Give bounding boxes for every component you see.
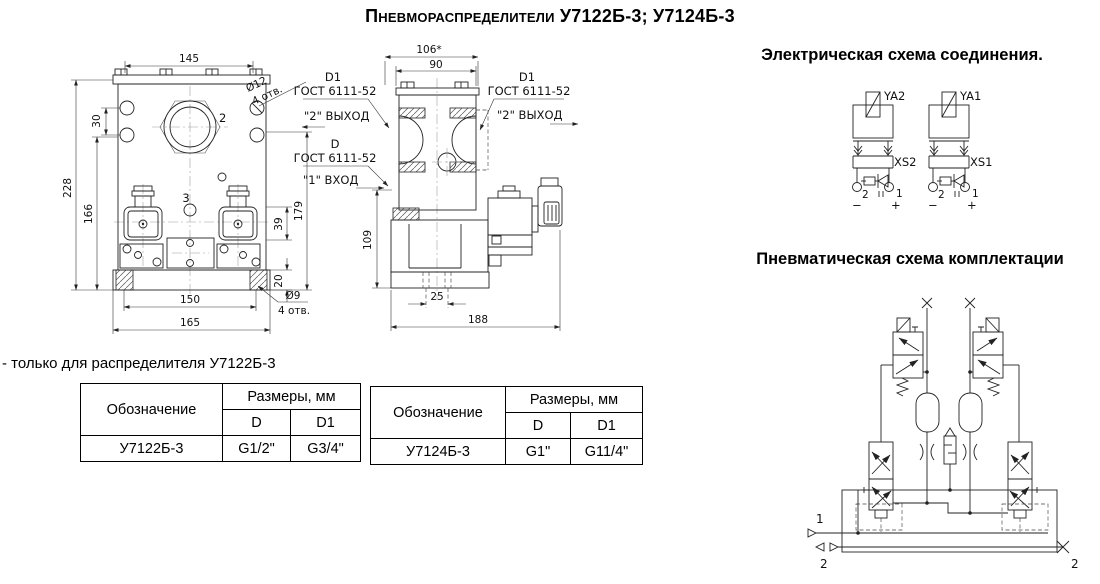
callout-top-port: "2" ВЫХОД xyxy=(304,109,370,123)
front-left-solenoid xyxy=(119,185,164,269)
dim-228: 228 xyxy=(62,178,74,198)
table1-header-sizes: Размеры, мм xyxy=(222,383,361,410)
pneumatic-schematic: 1 2 2 xyxy=(807,297,1079,571)
table2-d1-value: G11/4" xyxy=(570,438,643,465)
dim-188: 188 xyxy=(468,314,488,326)
main-valve-left xyxy=(863,441,894,532)
pneumatic-schematic-title: Пневматическая схема комплектации xyxy=(756,250,1064,268)
terminal-1-label: 1 xyxy=(972,188,979,200)
table1-d-value: G1/2" xyxy=(222,435,291,462)
dim-25: 25 xyxy=(430,291,443,303)
callout-left-standard: ГОСТ 6111-52 xyxy=(294,151,377,165)
terminal-2-label: 2 xyxy=(862,189,869,201)
table1-designation: У7122Б-3 xyxy=(80,435,223,462)
page-title: Пневмораспределители У7122Б-3; У7124Б-3 xyxy=(0,6,1100,27)
table1-header-d1: D1 xyxy=(290,409,361,436)
center-check-valve xyxy=(943,427,957,492)
coil-label-ya2: YA2 xyxy=(883,89,905,103)
callout-right-size: D1 xyxy=(519,70,535,84)
dim-106: 106* xyxy=(416,44,441,56)
electrical-unit-ya2: YA2 XS2 2 1 − + xyxy=(852,89,917,212)
front-view-dimensions: 145 228 30 166 179 39 20 xyxy=(62,53,312,334)
connector-label-xs1: XS1 xyxy=(970,155,993,169)
callout-d9: Ø9 xyxy=(286,290,301,302)
pilot-valve-left xyxy=(880,317,929,442)
dim-39: 39 xyxy=(273,217,285,230)
table1-header-d: D xyxy=(222,409,291,436)
polarity-plus: + xyxy=(967,198,977,212)
thread-callouts: D1 ГОСТ 6111-52 "2" ВЫХОД D ГОСТ 6111-52… xyxy=(294,70,579,190)
callout-top-standard: ГОСТ 6111-52 xyxy=(294,84,377,98)
table1-d1-value: G3/4" xyxy=(290,435,361,462)
callout-right-standard: ГОСТ 6111-52 xyxy=(488,84,571,98)
dim-179: 179 xyxy=(293,201,305,221)
electrical-unit-ya1: YA1 XS1 2 1 − + xyxy=(928,89,993,212)
dim-166: 166 xyxy=(83,204,95,224)
terminal-1-label: 1 xyxy=(896,188,903,200)
electrical-schematic: YA2 XS2 2 1 − + xyxy=(852,89,993,212)
callout-top-size: D1 xyxy=(325,70,341,84)
dim-165: 165 xyxy=(180,317,200,329)
footnote: - только для распределителя У7122Б-3 xyxy=(2,355,276,372)
polarity-minus: − xyxy=(852,198,862,212)
table2-header-d1: D1 xyxy=(570,412,643,439)
dimensions-table-u7122: Обозначение Размеры, мм D D1 У7122Б-3 G1… xyxy=(80,383,361,462)
table-row: У7122Б-3 G1/2" G3/4" xyxy=(80,435,361,462)
side-view-dimensions: 106* 90 109 25 188 xyxy=(362,44,561,331)
table-row: У7124Б-3 G1" G11/4" xyxy=(370,438,643,465)
pneumatic-port-2-left: 2 xyxy=(820,557,828,571)
callout-left-size: D xyxy=(331,137,340,151)
pneumatic-port-2-right: 2 xyxy=(1071,557,1079,571)
terminal-2-label: 2 xyxy=(938,189,945,201)
front-port3-label: 3 xyxy=(182,191,189,205)
page-title-prefix: Пневмораспределители xyxy=(365,6,555,26)
dim-150: 150 xyxy=(180,294,200,306)
front-right-solenoid xyxy=(216,185,261,269)
polarity-plus: + xyxy=(891,198,901,212)
dim-90: 90 xyxy=(429,59,442,71)
front-port2-label: 2 xyxy=(219,111,226,125)
callout-d9-holes: 4 отв. xyxy=(278,305,310,317)
pneumatic-port-1: 1 xyxy=(816,512,824,526)
table2-header-sizes: Размеры, мм xyxy=(505,386,643,413)
main-valve-right xyxy=(1007,441,1038,532)
dimensions-table-u7124: Обозначение Размеры, мм D D1 У7124Б-3 G1… xyxy=(370,386,643,465)
electrical-schematic-title: Электрическая схема соединения. xyxy=(761,46,1043,64)
connector-label-xs2: XS2 xyxy=(894,155,917,169)
table2-d-value: G1" xyxy=(505,438,571,465)
callout-left-port: "1" ВХОД xyxy=(303,173,358,187)
dim-145: 145 xyxy=(179,53,199,65)
table1-header-designation: Обозначение xyxy=(80,383,223,436)
page-title-models: У7122Б-3; У7124Б-3 xyxy=(559,6,735,26)
callout-right-port: "2" ВЫХОД xyxy=(497,108,563,122)
coil-label-ya1: YA1 xyxy=(959,89,981,103)
polarity-minus: − xyxy=(928,198,938,212)
dim-20: 20 xyxy=(273,274,285,287)
dim-109: 109 xyxy=(362,230,374,250)
side-view-drawing: 106* 90 109 25 188 xyxy=(362,44,563,331)
pilot-valve-right xyxy=(968,317,1020,442)
table2-header-designation: Обозначение xyxy=(370,386,506,439)
table2-designation: У7124Б-3 xyxy=(370,438,506,465)
table2-header-d: D xyxy=(505,412,571,439)
side-solenoid-assembly xyxy=(487,177,563,267)
front-view-drawing: 2 3 xyxy=(62,53,312,334)
dim-30: 30 xyxy=(91,114,103,127)
